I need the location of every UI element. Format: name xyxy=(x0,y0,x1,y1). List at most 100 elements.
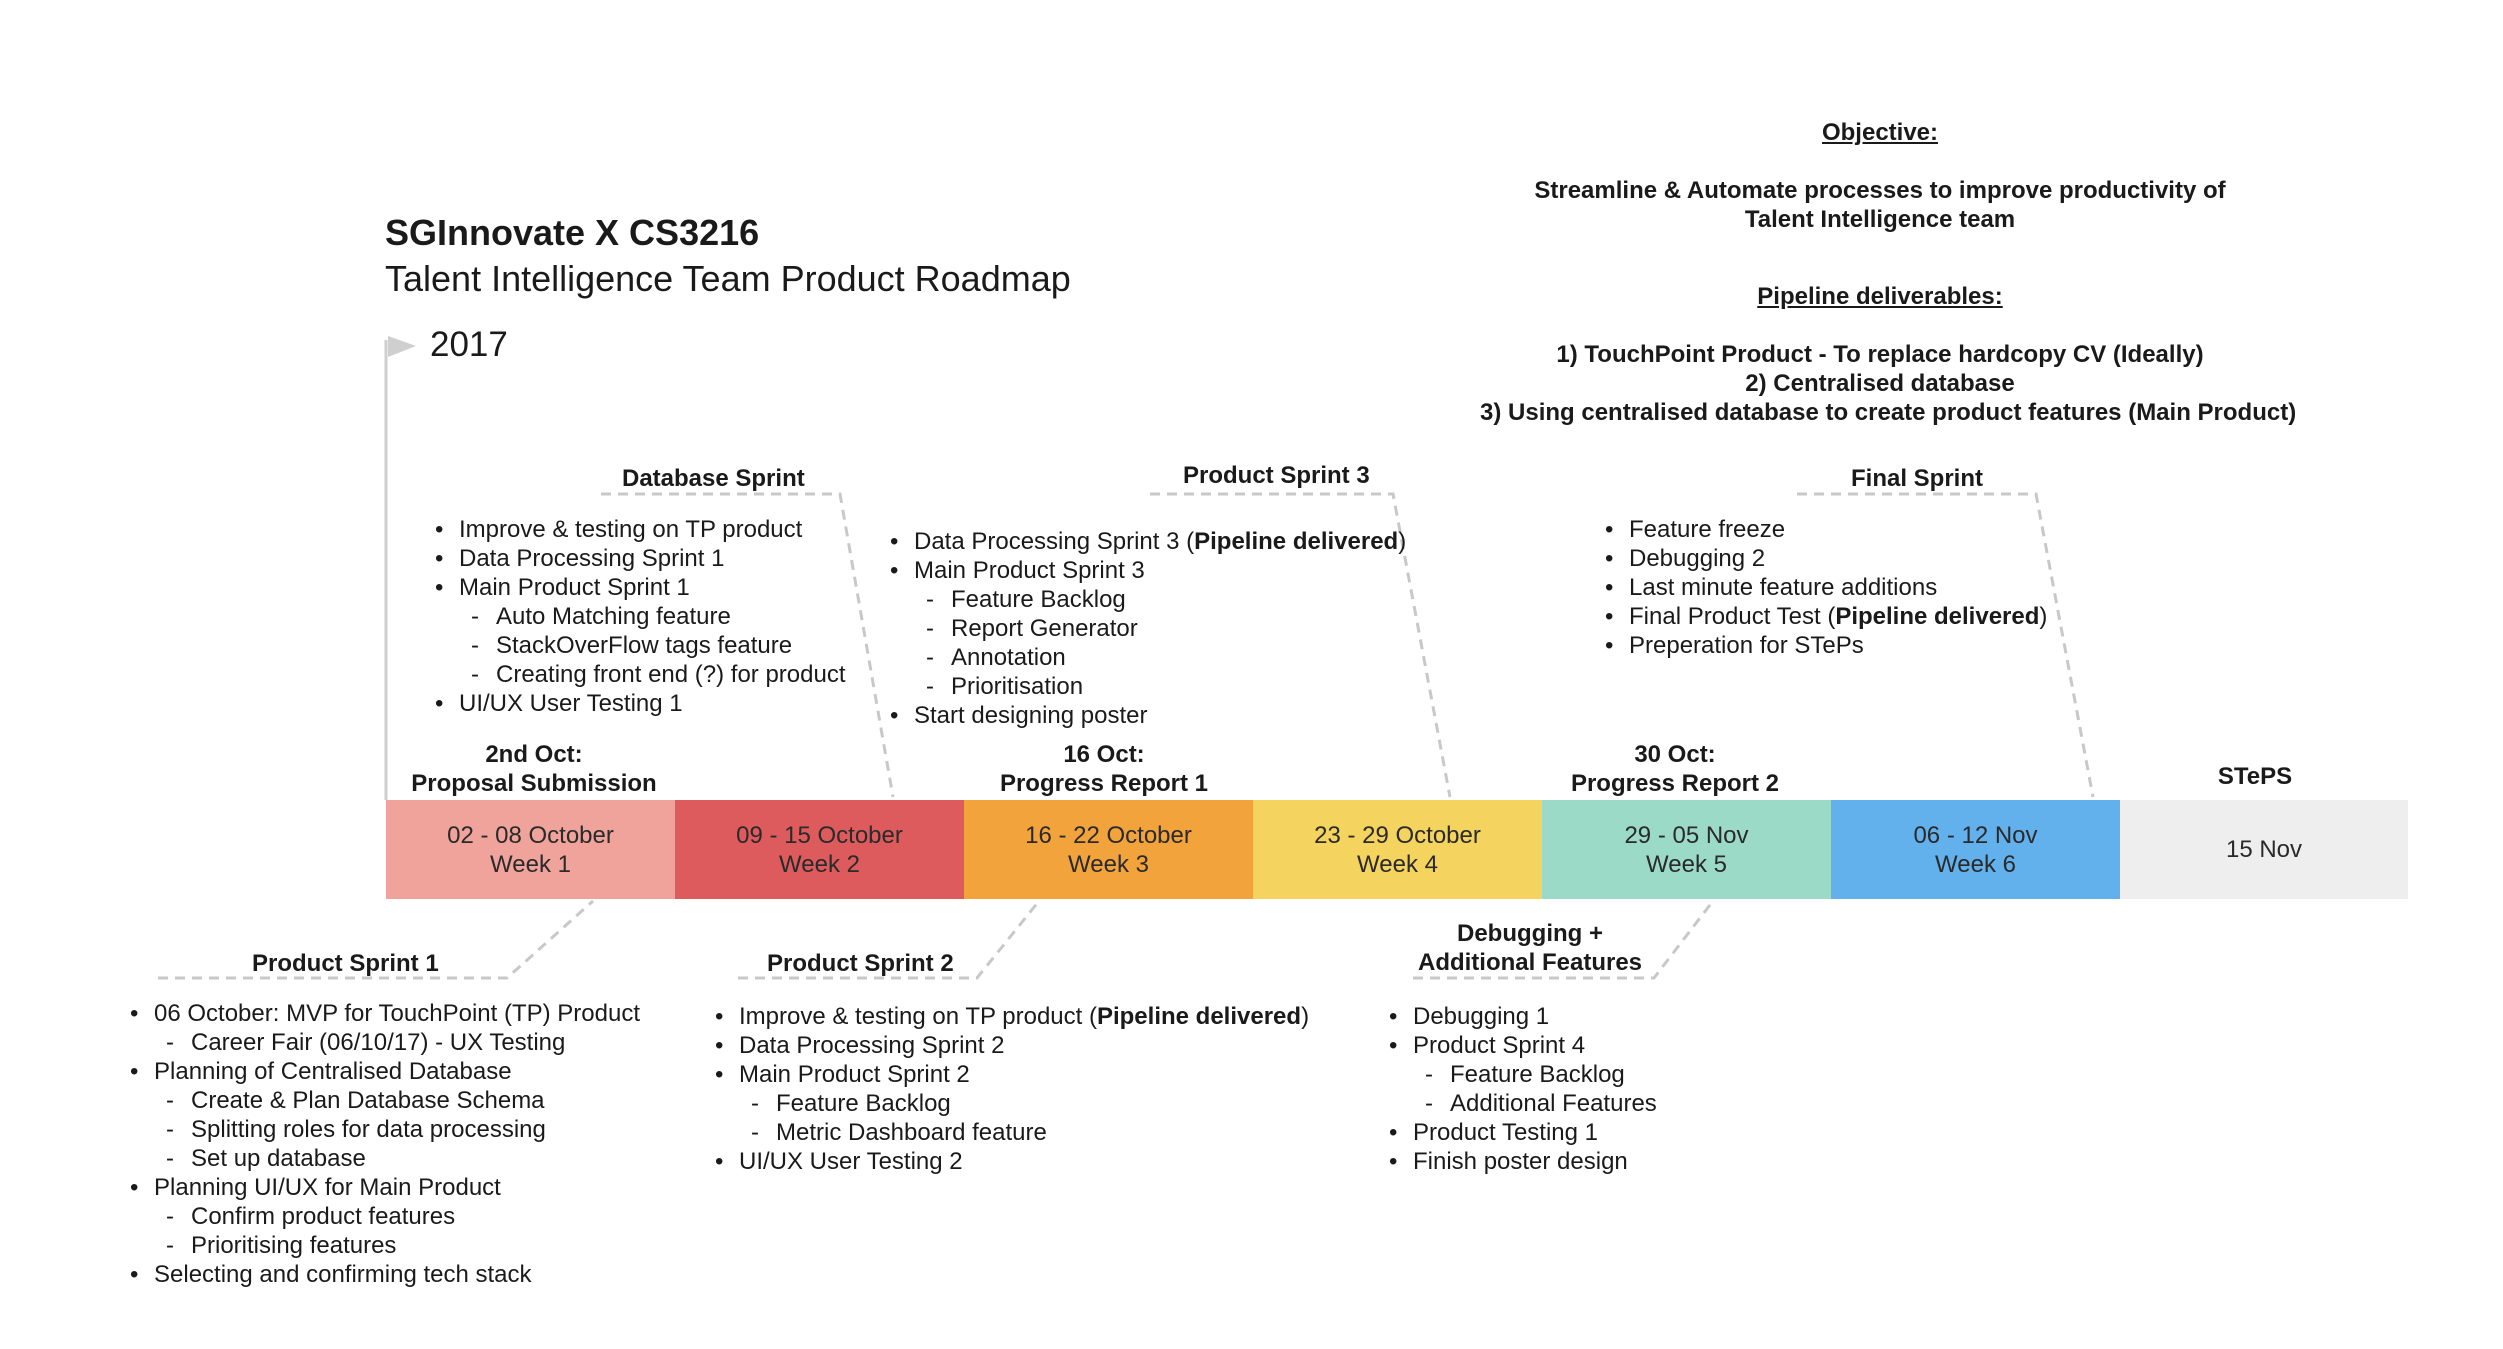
objective-line-2: Talent Intelligence team xyxy=(1744,206,2016,233)
milestone-date: 30 Oct: xyxy=(1634,741,1716,768)
final-sprint-list: Feature freezeDebugging 2Last minute fea… xyxy=(1605,515,2047,660)
list-item: Finish poster design xyxy=(1389,1147,1657,1176)
list-item: Main Product Sprint 1 xyxy=(435,573,846,602)
debugging-title-line-2: Additional Features xyxy=(1417,949,1643,976)
milestone-label: Progress Report 2 xyxy=(1570,770,1780,797)
week-dates: 02 - 08 October xyxy=(447,821,614,849)
list-item: Selecting and confirming tech stack xyxy=(130,1260,640,1289)
flag-icon xyxy=(388,336,416,357)
list-item: Improve & testing on TP product xyxy=(435,515,846,544)
product-sprint-3-list: Data Processing Sprint 3 (Pipeline deliv… xyxy=(890,527,1406,730)
milestone-label: Proposal Submission xyxy=(411,770,657,797)
week-number: Week 2 xyxy=(779,850,860,878)
sub-list-item: Auto Matching feature xyxy=(435,602,846,631)
objective-heading: Objective: xyxy=(1821,119,1939,146)
debugging-sprint-title: Debugging + Additional Features xyxy=(1380,919,1680,977)
week-dates: 29 - 05 Nov xyxy=(1624,821,1749,849)
page-subtitle: Talent Intelligence Team Product Roadmap xyxy=(385,258,1071,299)
list-item: Debugging 1 xyxy=(1389,1002,1657,1031)
list-item: Debugging 2 xyxy=(1605,544,2047,573)
milestone-date: 2nd Oct: xyxy=(485,741,583,768)
week-dates: 09 - 15 October xyxy=(736,821,903,849)
sub-list-item: Additional Features xyxy=(1389,1089,1657,1118)
product-sprint-1-connector xyxy=(158,899,595,980)
list-item: UI/UX User Testing 1 xyxy=(435,689,846,718)
sub-list-item: Creating front end (?) for product xyxy=(435,660,846,689)
week-number: Week 1 xyxy=(490,850,571,878)
deliverables-heading: Pipeline deliverables: xyxy=(1757,283,2003,310)
product-sprint-3-connector xyxy=(1150,492,1452,798)
week-dates: 15 Nov xyxy=(2225,836,2303,863)
list-item: Planning UI/UX for Main Product xyxy=(130,1173,640,1202)
product-sprint-1-title: Product Sprint 1 xyxy=(252,950,439,977)
week-number: Week 4 xyxy=(1357,850,1438,878)
list-item: Final Product Test (Pipeline delivered) xyxy=(1605,602,2047,631)
week-cell-2: 09 - 15 October Week 2 xyxy=(675,800,964,899)
deliverable-3: 3) Using centralised database to create … xyxy=(1480,399,2297,426)
list-item: Improve & testing on TP product (Pipelin… xyxy=(715,1002,1309,1031)
database-sprint-title: Database Sprint xyxy=(622,465,805,492)
product-sprint-2-list: Improve & testing on TP product (Pipelin… xyxy=(715,1002,1309,1176)
sub-list-item: Feature Backlog xyxy=(890,585,1406,614)
week-cell-3: 16 - 22 October Week 3 xyxy=(964,800,1253,899)
list-item: Product Testing 1 xyxy=(1389,1118,1657,1147)
sub-list-item: Create & Plan Database Schema xyxy=(130,1086,640,1115)
week-dates: 06 - 12 Nov xyxy=(1913,821,2038,849)
list-item: 06 October: MVP for TouchPoint (TP) Prod… xyxy=(130,999,640,1028)
milestone-proposal-submission: 2nd Oct: Proposal Submission xyxy=(384,740,684,798)
deliverable-1: 1) TouchPoint Product - To replace hardc… xyxy=(1556,341,2204,368)
list-item: Data Processing Sprint 2 xyxy=(715,1031,1309,1060)
year-label: 2017 xyxy=(430,325,508,364)
sub-list-item: StackOverFlow tags feature xyxy=(435,631,846,660)
sub-list-item: Splitting roles for data processing xyxy=(130,1115,640,1144)
list-item: Preperation for STePs xyxy=(1605,631,2047,660)
list-item: Main Product Sprint 3 xyxy=(890,556,1406,585)
milestone-steps: STePS xyxy=(2217,763,2293,790)
list-item: UI/UX User Testing 2 xyxy=(715,1147,1309,1176)
sub-list-item: Prioritising features xyxy=(130,1231,640,1260)
list-item: Feature freeze xyxy=(1605,515,2047,544)
week-dates: 23 - 29 October xyxy=(1314,821,1481,849)
sub-list-item: Metric Dashboard feature xyxy=(715,1118,1309,1147)
sub-list-item: Prioritisation xyxy=(890,672,1406,701)
milestone-date: 16 Oct: xyxy=(1063,741,1145,768)
sub-list-item: Feature Backlog xyxy=(715,1089,1309,1118)
week-cell-steps: 15 Nov xyxy=(2120,800,2408,899)
week-dates: 16 - 22 October xyxy=(1025,821,1192,849)
product-sprint-1-list: 06 October: MVP for TouchPoint (TP) Prod… xyxy=(130,999,640,1289)
list-item: Data Processing Sprint 1 xyxy=(435,544,846,573)
deliverable-2: 2) Centralised database xyxy=(1745,370,2015,397)
week-number: Week 3 xyxy=(1068,850,1149,878)
list-item: Start designing poster xyxy=(890,701,1406,730)
week-number: Week 5 xyxy=(1646,850,1727,878)
final-sprint-title: Final Sprint xyxy=(1851,465,1983,492)
debugging-title-line-1: Debugging + xyxy=(1457,920,1603,947)
list-item: Planning of Centralised Database xyxy=(130,1057,640,1086)
week-cell-1: 02 - 08 October Week 1 xyxy=(386,800,675,899)
sub-list-item: Confirm product features xyxy=(130,1202,640,1231)
product-sprint-2-title: Product Sprint 2 xyxy=(767,950,954,977)
week-number: Week 6 xyxy=(1935,850,2016,878)
list-item: Main Product Sprint 2 xyxy=(715,1060,1309,1089)
page-title: SGInnovate X CS3216 xyxy=(385,212,760,253)
week-cell-4: 23 - 29 October Week 4 xyxy=(1253,800,1542,899)
week-cell-6: 06 - 12 Nov Week 6 xyxy=(1831,800,2120,899)
milestone-progress-report-2: 30 Oct: Progress Report 2 xyxy=(1525,740,1825,798)
list-item: Last minute feature additions xyxy=(1605,573,2047,602)
database-sprint-connector xyxy=(601,492,895,798)
debugging-connector xyxy=(1413,900,1715,980)
week-cell-5: 29 - 05 Nov Week 5 xyxy=(1542,800,1831,899)
sub-list-item: Feature Backlog xyxy=(1389,1060,1657,1089)
sub-list-item: Report Generator xyxy=(890,614,1406,643)
milestone-label: Progress Report 1 xyxy=(999,770,1209,797)
product-sprint-3-title: Product Sprint 3 xyxy=(1183,462,1370,489)
sub-list-item: Annotation xyxy=(890,643,1406,672)
list-item: Data Processing Sprint 3 (Pipeline deliv… xyxy=(890,527,1406,556)
sub-list-item: Set up database xyxy=(130,1144,640,1173)
database-sprint-list: Improve & testing on TP productData Proc… xyxy=(435,515,846,718)
final-sprint-connector xyxy=(1797,492,2095,798)
sub-list-item: Career Fair (06/10/17) - UX Testing xyxy=(130,1028,640,1057)
product-sprint-2-connector xyxy=(738,900,1041,980)
